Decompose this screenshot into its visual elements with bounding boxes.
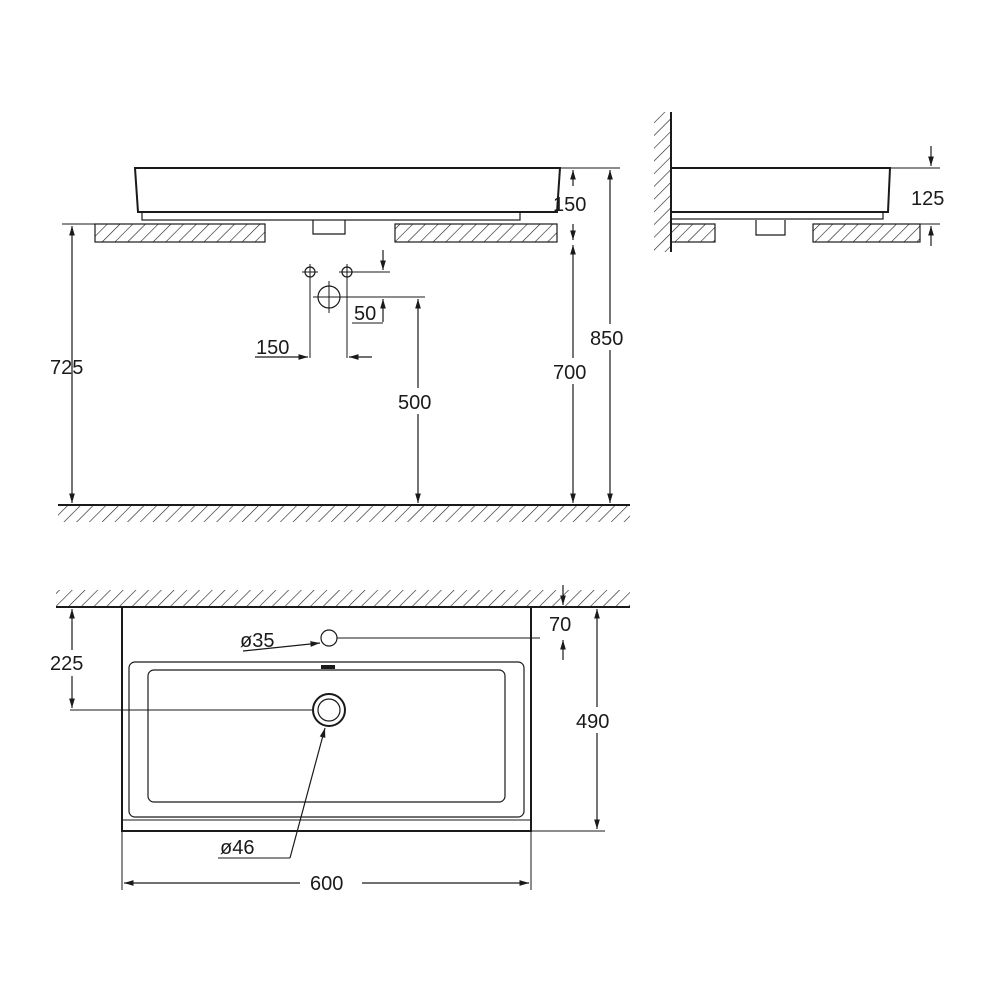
leader-drain <box>289 727 326 859</box>
label-bg <box>588 324 634 350</box>
wall-hatch <box>654 112 671 252</box>
dim-label-225: 225 <box>50 653 83 675</box>
dim-label-850: 850 <box>590 328 623 350</box>
plan-view: ø35 70 225 ø46 490 600 <box>48 585 630 895</box>
dim-label-tap-hole: ø35 <box>240 630 274 652</box>
countertop-left <box>94 223 266 243</box>
basin-body <box>133 167 562 213</box>
dim-label-70: 70 <box>549 614 571 636</box>
plan-bowl-outer <box>128 661 525 818</box>
side-countertop-left <box>670 223 716 243</box>
dim-label-500: 500 <box>398 392 431 414</box>
basin-foot <box>141 211 521 221</box>
tap-hole-icon <box>320 629 338 647</box>
waste-outlet <box>312 220 346 235</box>
side-view: 125 <box>654 112 944 252</box>
side-countertop-right <box>812 223 921 243</box>
drain-inner-icon <box>317 698 341 722</box>
dim-label-125: 125 <box>911 188 944 210</box>
countertop-right <box>394 223 558 243</box>
label-bg <box>550 358 596 384</box>
plan-basin-outline <box>121 606 532 832</box>
plan-wall-hatch <box>56 590 630 607</box>
label-bg <box>574 707 620 733</box>
dim-label-725: 725 <box>50 357 83 379</box>
label-bg <box>396 388 440 414</box>
dim-label-490: 490 <box>576 711 609 733</box>
dim-label-150: 150 <box>553 194 586 216</box>
leader-tap-hole <box>242 641 321 652</box>
side-basin-body <box>671 167 892 213</box>
floor-hatch <box>58 505 630 522</box>
dim-label-600: 600 <box>310 873 343 895</box>
dim-label-drain: ø46 <box>220 837 254 859</box>
front-view: 725 150 700 850 150 50 <box>50 167 634 522</box>
dim-label-700: 700 <box>553 362 586 384</box>
plan-bowl-inner <box>147 669 506 803</box>
side-waste-outlet <box>755 220 786 236</box>
label-bg <box>48 650 96 676</box>
dim-label-valve-offset: 50 <box>354 303 376 325</box>
side-basin-foot <box>670 211 884 220</box>
dim-label-valve-spacing: 150 <box>256 337 289 359</box>
overflow-slot <box>321 665 335 669</box>
